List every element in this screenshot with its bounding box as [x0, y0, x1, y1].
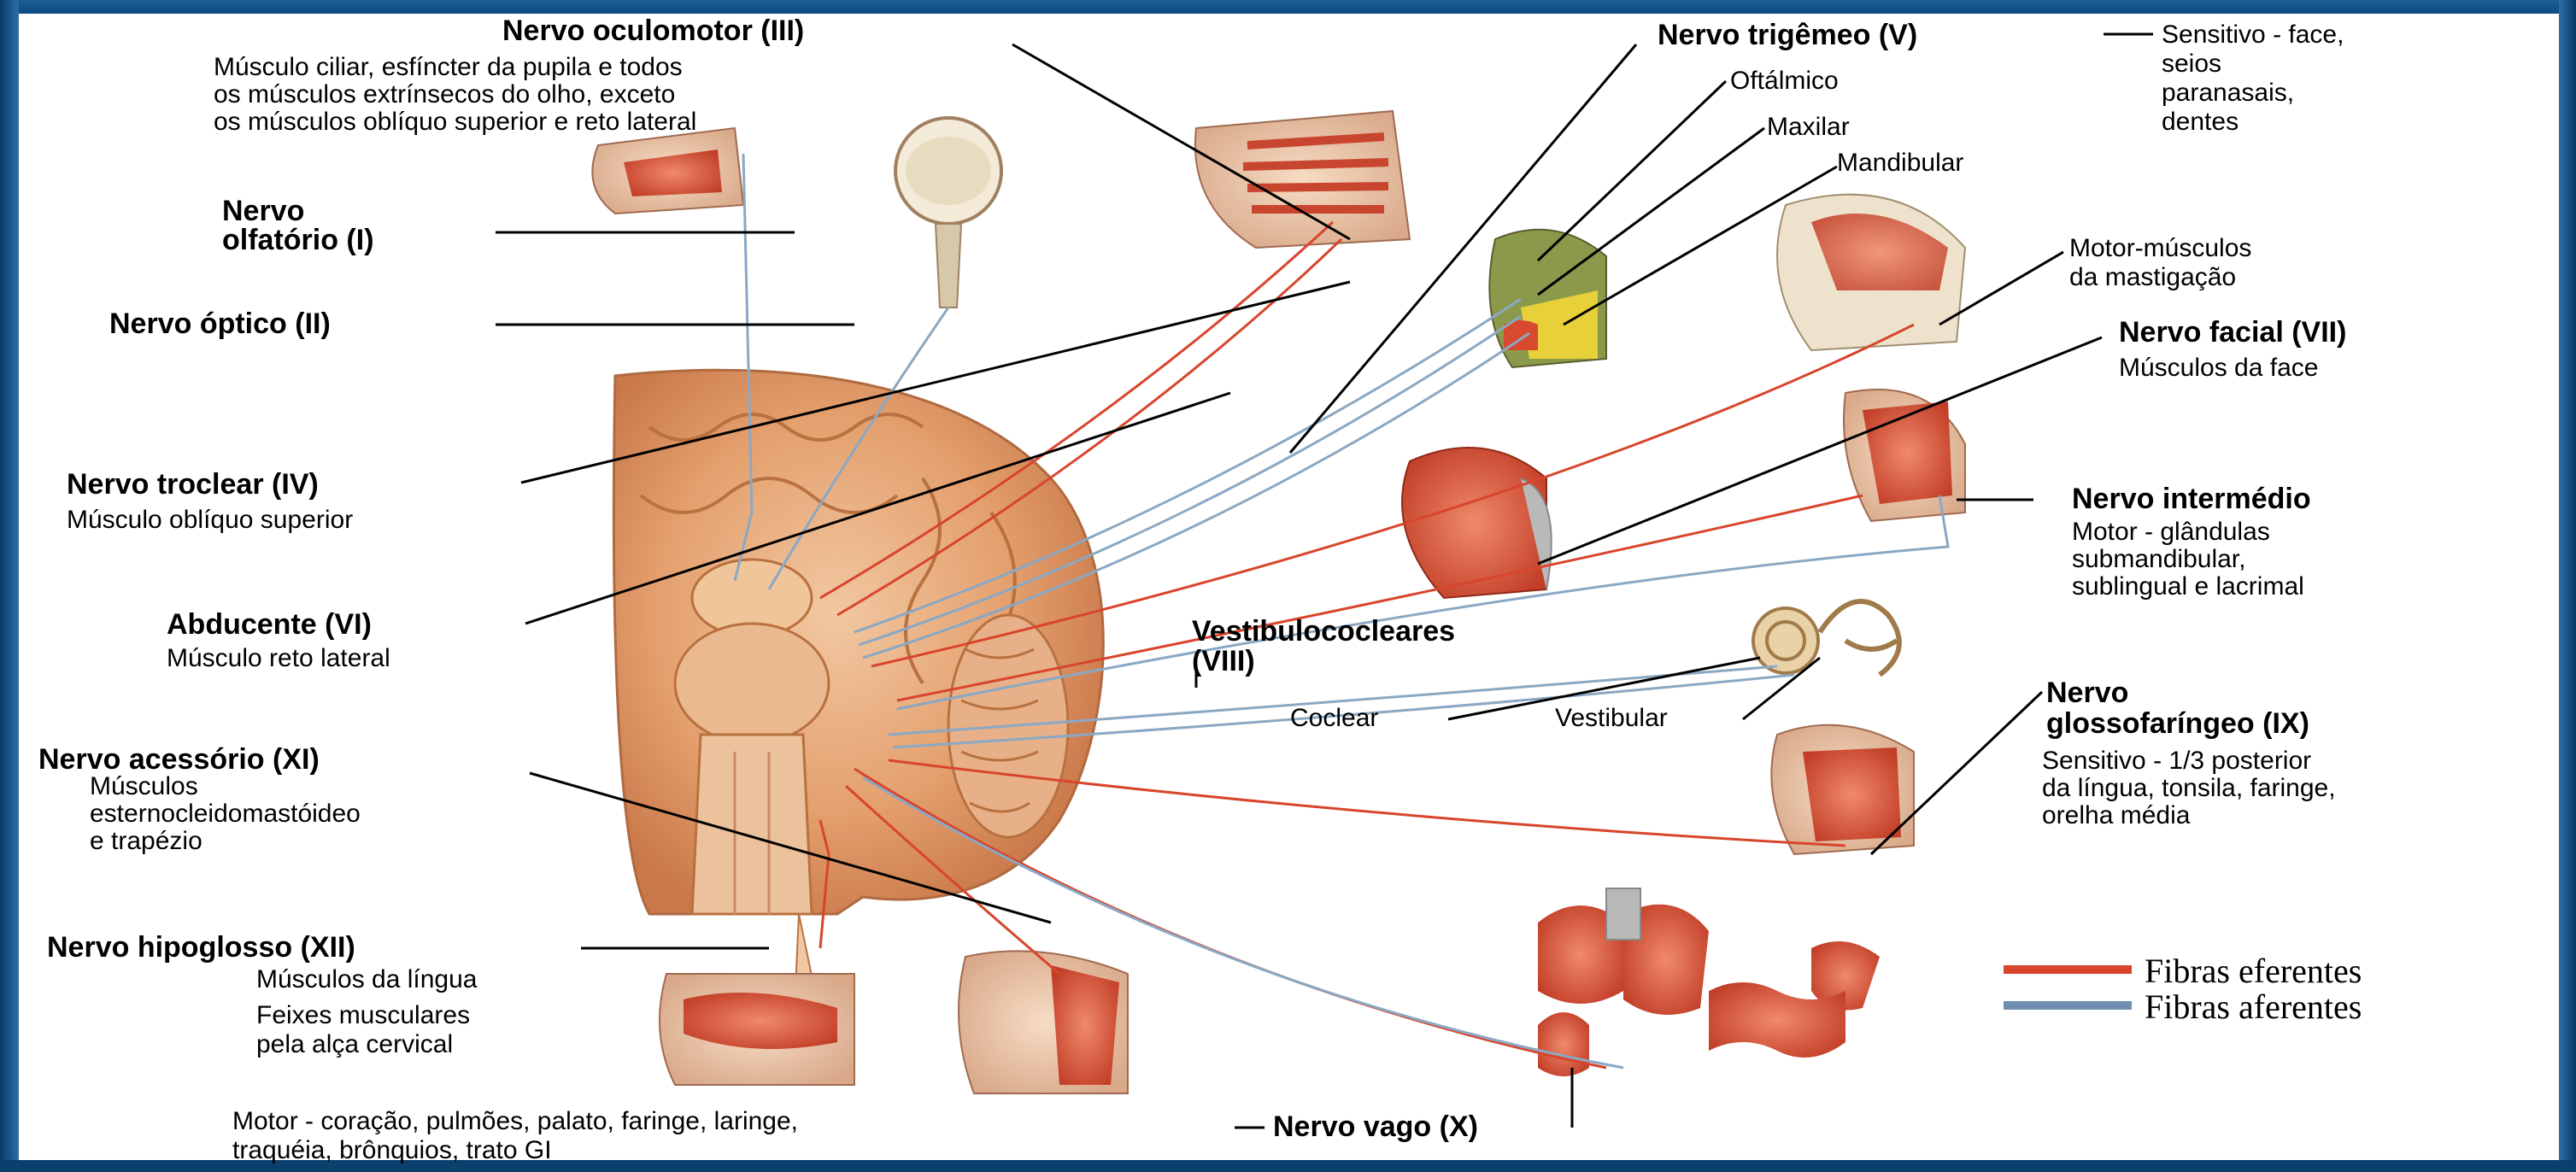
neck-illustration: [959, 951, 1128, 1093]
tongue-illustration: [660, 974, 854, 1085]
abducente-title: Abducente (VI): [167, 608, 372, 641]
hipoglosso-desc-2: Feixes musculares: [256, 1001, 470, 1029]
hipoglosso-title: Nervo hipoglosso (XII): [47, 931, 355, 964]
viscera-illustration: [1538, 888, 1880, 1076]
mastigacao-label-1: Motor-músculos: [2069, 234, 2251, 262]
mandibular-label: Mandibular: [1837, 149, 1963, 177]
glossofaringeo-title-2: glossofaríngeo (IX): [2046, 707, 2309, 740]
hipoglosso-desc-3: pela alça cervical: [256, 1030, 453, 1058]
maxilar-label: Maxilar: [1767, 113, 1850, 141]
olfatorio-title-2: olfatório (I): [222, 224, 374, 256]
vestibulococleares-label-1: Vestibulococleares: [1192, 615, 1455, 648]
glossofaringeo-desc-3: orelha média: [2042, 801, 2191, 829]
acessorio-desc-2: esternocleidomastóideo: [90, 800, 361, 828]
trigemeo-title: Nervo trigêmeo (V): [1658, 19, 1917, 51]
facial-title: Nervo facial (VII): [2119, 316, 2346, 349]
orbit-muscles-illustration: [1195, 111, 1410, 248]
glossofaringeo-title-1: Nervo: [2046, 677, 2128, 709]
olfatorio-title-1: Nervo: [222, 195, 304, 227]
face-profile-illustration: [1844, 390, 1965, 521]
glossofaringeo-desc-2: da língua, tonsila, faringe,: [2042, 774, 2336, 802]
glossofaringeo-desc-1: Sensitivo - 1/3 posterior: [2042, 747, 2311, 775]
face-muscles-illustration: [1402, 448, 1552, 598]
nerve-fibres: [735, 154, 1948, 1068]
hipoglosso-desc-1: Músculos da língua: [256, 965, 478, 993]
troclear-desc: Músculo oblíquo superior: [67, 506, 353, 534]
intermedio-desc-3: sublingual e lacrimal: [2072, 572, 2304, 601]
nose-illustration: [592, 128, 743, 214]
acessorio-title: Nervo acessório (XI): [38, 743, 320, 776]
intermedio-desc-2: submandibular,: [2072, 545, 2245, 573]
coclear-label: Coclear: [1290, 704, 1378, 732]
trigemeo-desc-1: Sensitivo - face,: [2162, 21, 2344, 49]
acessorio-desc-1: Músculos: [90, 772, 198, 800]
optico-title: Nervo óptico (II): [109, 308, 331, 340]
oftalmico-label: Oftálmico: [1730, 67, 1839, 95]
legend-efferent-label: Fibras eferentes: [2145, 952, 2362, 990]
legend: Fibras eferentes Fibras aferentes: [2004, 952, 2362, 1026]
vago-desc-1: Motor - coração, pulmões, palato, faring…: [232, 1107, 798, 1135]
acessorio-desc-3: e trapézio: [90, 827, 202, 855]
vago-title: Nervo vago (X): [1273, 1110, 1478, 1143]
oculomotor-title: Nervo oculomotor (III): [502, 15, 804, 47]
inner-ear-illustration: [1753, 601, 1899, 675]
legend-afferent-label: Fibras aferentes: [2145, 987, 2362, 1026]
oculomotor-desc-1: Músculo ciliar, esfíncter da pupila e to…: [214, 53, 683, 81]
trigemeo-desc-3: paranasais,: [2162, 79, 2294, 107]
vago-desc-2: traquéia, brônquios, trato GI: [232, 1136, 552, 1164]
troclear-title: Nervo troclear (IV): [67, 468, 319, 501]
legend-efferent-swatch: [2004, 965, 2132, 974]
vestibular-label: Vestibular: [1555, 704, 1668, 732]
intermedio-desc-1: Motor - glândulas: [2072, 518, 2270, 546]
trigemeo-desc-2: seios: [2162, 50, 2221, 78]
abducente-desc: Músculo reto lateral: [167, 644, 390, 672]
facial-desc: Músculos da face: [2119, 354, 2318, 382]
oculomotor-desc-2: os músculos extrínsecos do olho, exceto: [214, 80, 675, 108]
brain-illustration: [613, 370, 1103, 1017]
trigemeo-desc-4: dentes: [2162, 108, 2239, 136]
intermedio-title: Nervo intermédio: [2072, 483, 2311, 515]
vestibulococleares-label-2: (VIII): [1192, 645, 1255, 677]
skull-illustration: [1777, 195, 1965, 350]
oculomotor-desc-3: os músculos oblíquo superior e reto late…: [214, 108, 696, 136]
eye-illustration: [895, 118, 1001, 308]
mastigacao-label-2: da mastigação: [2069, 263, 2236, 291]
legend-afferent-swatch: [2004, 1001, 2132, 1010]
